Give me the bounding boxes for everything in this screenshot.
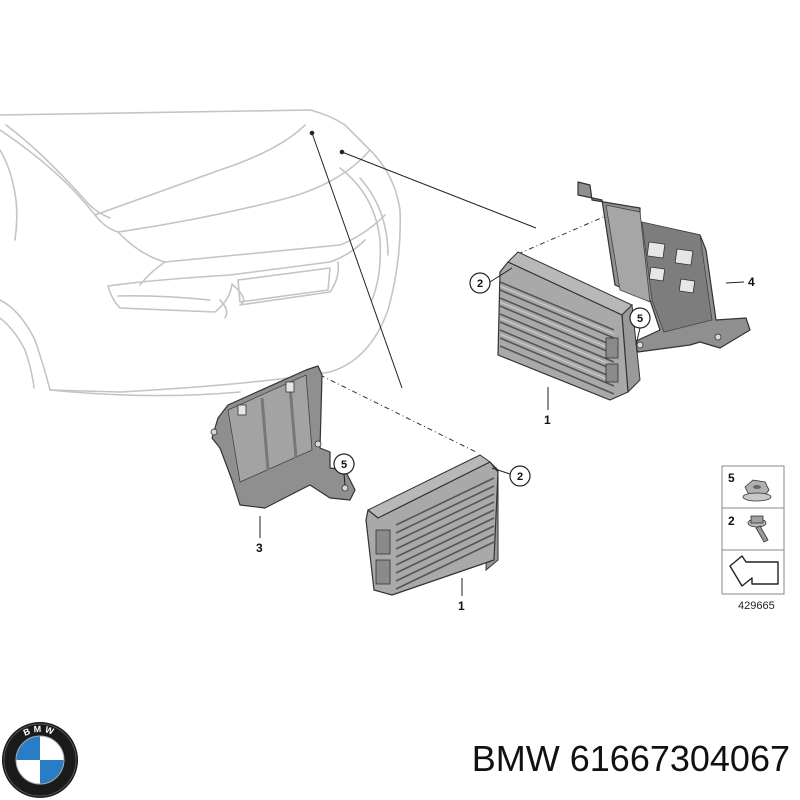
svg-text:2: 2 [517,471,523,483]
module-upper [497,251,641,410]
view-direction-arrow-icon [729,555,779,587]
callout-screw-lower: 2 [491,465,531,487]
bmw-logo-icon: BMW [2,722,78,798]
alignment-lines [319,214,609,453]
svg-text:5: 5 [637,313,643,325]
leader-lines [309,130,537,389]
callout-screw-upper: 2 [469,267,513,294]
legend-screw-number: 2 [728,514,735,528]
bracket-upper [577,181,751,353]
car-outline [0,109,402,397]
part-number-caption: BMW 61667304067 [471,738,790,779]
svg-text:BMW: BMW [22,724,58,738]
callout-nut-upper: 5 [629,307,651,346]
label-part-4: 4 [748,275,755,289]
label-part-1-lower: 1 [458,599,465,613]
reference-number: 429665 [738,600,775,612]
bracket-lower [210,365,356,538]
legend-nut-number: 5 [728,471,735,485]
parts-legend: 5 2 [721,465,785,595]
label-part-1-upper: 1 [544,413,551,427]
nut-icon [742,479,772,502]
screw-icon [747,515,769,543]
label-part-3: 3 [256,541,263,555]
callout-nut-lower: 5 [333,453,355,486]
module-lower [365,454,499,596]
svg-text:2: 2 [477,278,483,290]
svg-text:5: 5 [341,459,347,471]
